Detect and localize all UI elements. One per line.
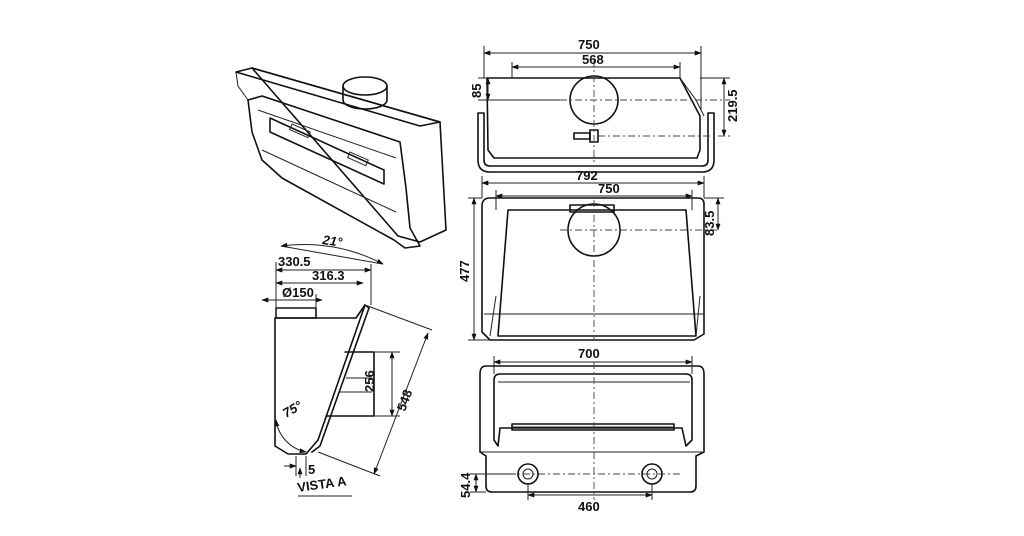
bottom-view: 700 54.4 460 bbox=[458, 346, 705, 514]
label-54-4: 54.4 bbox=[458, 472, 473, 498]
front-view: 792 750 83.5 477 bbox=[457, 168, 724, 341]
dim-arc-75 bbox=[274, 419, 307, 454]
iso-front-glass bbox=[247, 95, 421, 249]
label-700: 700 bbox=[578, 346, 600, 361]
label-angle-21: 21° bbox=[321, 232, 344, 250]
label-792: 792 bbox=[576, 168, 598, 183]
iso-outlet-top bbox=[342, 76, 388, 96]
front-outer-frame bbox=[481, 197, 705, 341]
label-330-5: 330.5 bbox=[278, 254, 311, 269]
iso-light-left bbox=[288, 123, 311, 139]
label-219-5: 219.5 bbox=[725, 89, 740, 122]
iso-control-strip bbox=[269, 117, 385, 185]
label-477: 477 bbox=[457, 260, 472, 282]
label-316-3: 316.3 bbox=[312, 268, 345, 283]
dim-548 bbox=[373, 332, 429, 475]
isometric-view bbox=[235, 67, 447, 249]
top-connector bbox=[573, 132, 591, 140]
front-inner-trapezoid bbox=[497, 209, 697, 337]
side-glass bbox=[311, 304, 370, 453]
iso-body bbox=[251, 67, 447, 243]
label-angle-75: 75° bbox=[280, 397, 305, 420]
iso-outlet-side bbox=[342, 85, 388, 110]
front-top-tab bbox=[569, 204, 615, 213]
side-outlet bbox=[275, 307, 317, 319]
label-460: 460 bbox=[578, 499, 600, 514]
label-85: 85 bbox=[469, 84, 484, 98]
label-750-mid: 750 bbox=[598, 181, 620, 196]
top-body bbox=[486, 77, 701, 159]
dim-arc-21 bbox=[280, 242, 384, 265]
label-750-top: 750 bbox=[578, 37, 600, 52]
label-dia-150: Ø150 bbox=[282, 285, 314, 300]
top-outer-tray bbox=[477, 112, 715, 173]
bottom-outer bbox=[479, 365, 705, 493]
label-83-5: 83.5 bbox=[702, 211, 717, 236]
side-view: 21° 330.5 316.3 Ø150 256 548 75° 5 VISTA… bbox=[261, 232, 433, 497]
top-view: 750 568 85 219.5 bbox=[469, 37, 740, 173]
label-256: 256 bbox=[362, 370, 377, 392]
label-vista-a: VISTA A bbox=[296, 473, 348, 495]
iso-light-right bbox=[346, 151, 369, 167]
bottom-inner-tray bbox=[493, 373, 693, 447]
side-body bbox=[274, 304, 366, 455]
label-548: 548 bbox=[394, 388, 416, 414]
label-5: 5 bbox=[308, 462, 315, 477]
label-568: 568 bbox=[582, 52, 604, 67]
